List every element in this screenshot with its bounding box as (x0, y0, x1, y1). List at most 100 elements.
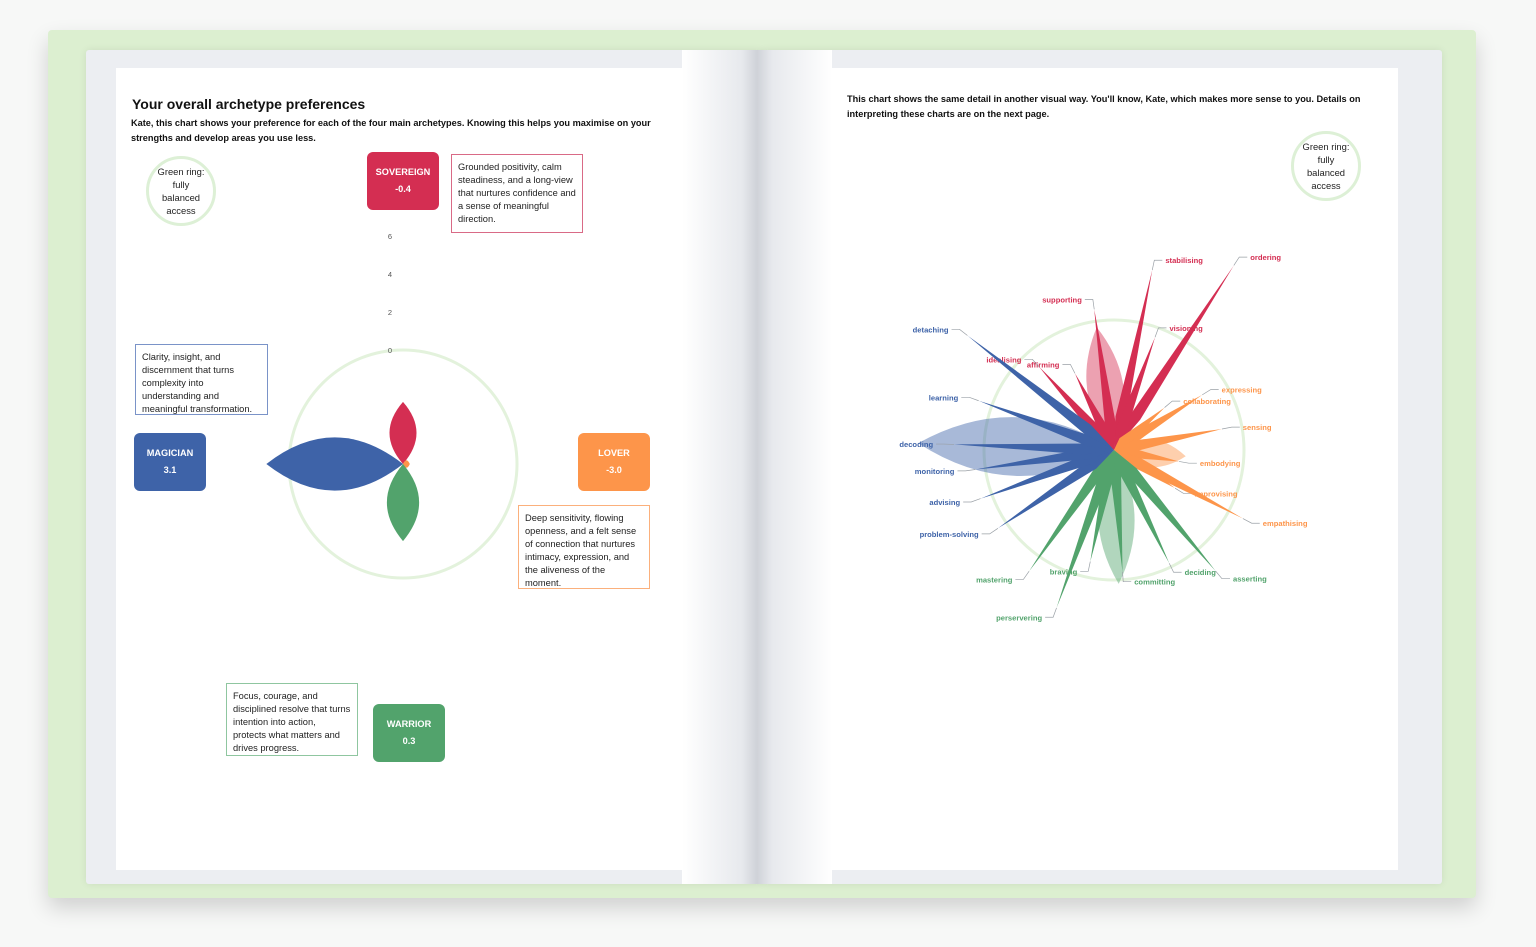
spike-learning (978, 400, 1114, 450)
spike-decoding (954, 443, 1114, 455)
spike-label-decoding: decoding (899, 440, 933, 449)
spike-mastering (1029, 450, 1114, 572)
page-heading: Your overall archetype preferences (132, 96, 366, 112)
petal-magician (266, 437, 403, 491)
leader-line (1024, 358, 1040, 368)
spike-asserting (1114, 450, 1216, 572)
warrior-name: WARRIOR (386, 719, 432, 729)
spike-advising (980, 450, 1114, 499)
sovereign-name: SOVEREIGN (375, 167, 431, 177)
leader-line (1242, 518, 1260, 524)
lover-tile: LOVER -3.0 (578, 433, 650, 491)
leader-line (981, 527, 999, 535)
spike-label-sensing: sensing (1243, 423, 1272, 432)
leader-line (957, 469, 976, 472)
leader-line (963, 498, 981, 503)
leader-line (1045, 607, 1057, 618)
leader-line (1084, 299, 1095, 310)
leader-line (1122, 571, 1132, 583)
spike-collaborating (1114, 407, 1165, 450)
spike-label-advising: advising (929, 498, 960, 507)
spike-problem-solving (997, 450, 1114, 529)
magician-name: MAGICIAN (146, 448, 194, 458)
leader-line (1151, 259, 1163, 271)
spike-deciding (1114, 450, 1170, 564)
sovereign-tile: SOVEREIGN -0.4 (367, 152, 439, 210)
spike-sensing (1114, 429, 1222, 452)
radial-tick-label: 4 (388, 270, 392, 279)
spike-stabilising (1114, 270, 1153, 450)
book-gutter (682, 50, 832, 884)
spike-label-asserting: asserting (1233, 575, 1267, 584)
lover-description: Deep sensitivity, flowing openness, and … (518, 505, 650, 589)
spike-label-improvising: improvising (1195, 489, 1238, 498)
warrior-description: Focus, courage, and disciplined resolve … (226, 683, 358, 756)
spike-committing (1110, 450, 1123, 572)
sovereign-score: -0.4 (395, 184, 411, 194)
leader-line (961, 396, 979, 402)
leader-line (1215, 570, 1230, 580)
spike-label-stabilising: stabilising (1165, 256, 1203, 265)
spike-label-idealising: idealising (986, 355, 1021, 364)
spike-visioning (1114, 337, 1156, 450)
leader-line (1174, 487, 1192, 494)
leader-line (1178, 461, 1197, 464)
spike-label-expressing: expressing (1222, 386, 1262, 395)
spike-label-supporting: supporting (1042, 295, 1082, 304)
spike-label-detaching: detaching (913, 325, 949, 334)
spike-label-ordering: ordering (1250, 253, 1281, 262)
spike-label-empathising: empathising (1263, 519, 1308, 528)
balanced-ring (982, 318, 1246, 582)
spike-ordering (1114, 265, 1234, 450)
spike-label-perservering: perservering (996, 613, 1042, 622)
leader-line (1062, 364, 1076, 374)
right-page: This chart shows the same detail in anot… (832, 68, 1398, 870)
green-ring-note: Green ring: fully balanced access (146, 156, 216, 226)
leader-line (1154, 327, 1167, 338)
spike-label-learning: learning (929, 393, 959, 402)
spike-label-monitoring: monitoring (915, 467, 955, 476)
spike-empathising (1114, 450, 1243, 519)
magician-tile: MAGICIAN 3.1 (134, 433, 206, 491)
radial-tick-label: 6 (388, 232, 392, 241)
magician-description: Clarity, insight, and discernment that t… (135, 344, 268, 415)
warrior-score: 0.3 (402, 736, 416, 746)
leader-line (1015, 571, 1030, 580)
petal-lover (403, 460, 410, 468)
archetype-spike-chart: stabilising ordering visioning supporting af… (899, 253, 1308, 622)
petal-sovereign (389, 401, 417, 464)
leader-line (1202, 389, 1219, 396)
spike-affirming (1074, 373, 1114, 450)
leader-line (1233, 256, 1248, 266)
leader-line (1168, 563, 1182, 573)
spike-label-braving: braving (1050, 567, 1078, 576)
spike-label-deciding: deciding (1185, 568, 1217, 577)
magician-score: 3.1 (163, 465, 177, 475)
petal-warrior (386, 464, 420, 542)
lover-score: -3.0 (606, 465, 622, 475)
archetype-petal-chart: 0 2 4 6 (266, 232, 519, 580)
radial-tick-label: 2 (388, 308, 392, 317)
spike-label-mastering: mastering (976, 575, 1013, 584)
spike-label-committing: committing (1134, 578, 1175, 587)
radial-tick-label: 0 (388, 346, 392, 355)
spike-label-affirming: affirming (1027, 360, 1060, 369)
leader-line (1164, 400, 1181, 408)
page-intro: Kate, this chart shows your preference f… (131, 118, 651, 143)
spike-idealising (1039, 366, 1114, 450)
page-intro: This chart shows the same detail in anot… (847, 94, 1361, 119)
spike-label-problem-solving: problem-solving (920, 530, 979, 539)
spike-label-collaborating: collaborating (1183, 397, 1231, 406)
spike-perservering (1056, 450, 1114, 608)
spike-supporting (1094, 309, 1116, 450)
leader-line (951, 328, 968, 336)
lover-name: LOVER (598, 448, 630, 458)
spike-label-embodying: embodying (1200, 459, 1241, 468)
spike-detaching (967, 335, 1114, 450)
spike-label-visioning: visioning (1169, 324, 1203, 333)
green-ring-note: Green ring: fully balanced access (1291, 131, 1361, 201)
warrior-tile: WARRIOR 0.3 (373, 704, 445, 762)
left-page: Your overall archetype preferences Kate,… (116, 68, 682, 870)
sovereign-description: Grounded positivity, calm steadiness, an… (451, 154, 583, 233)
leader-line (1080, 561, 1091, 572)
